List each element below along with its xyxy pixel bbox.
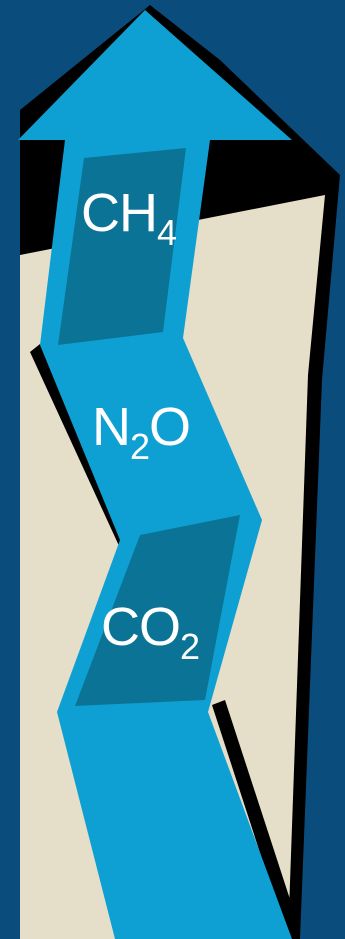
ch4-segment [58, 148, 186, 345]
co2-label: CO2 [101, 597, 200, 667]
co2-segment [75, 515, 240, 706]
ch4-label: CH4 [81, 183, 177, 253]
arrow-shadow-lower [212, 700, 300, 939]
n2o-label: N2O [92, 397, 191, 467]
